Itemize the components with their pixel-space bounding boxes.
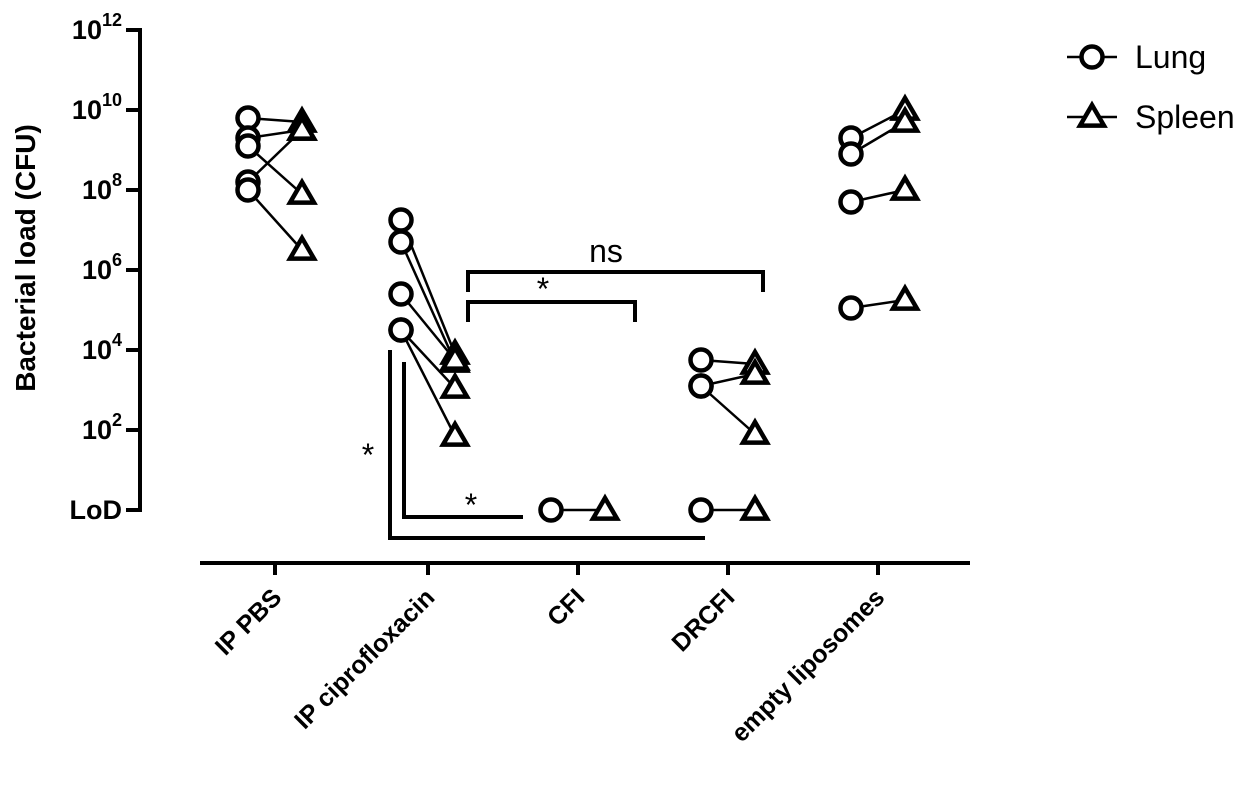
bracket-L-outer: [388, 350, 705, 540]
legend-label: Spleen: [1135, 99, 1235, 135]
spleen-point: [286, 113, 318, 141]
bracket-L-outer-label: *: [362, 437, 374, 473]
spleen-point: [439, 419, 471, 447]
y-tick-label: 106: [82, 250, 122, 285]
y-tick-label: 108: [82, 170, 122, 205]
spleen-point: [889, 173, 921, 201]
y-tick-label: 104: [82, 330, 122, 365]
y-tick-label: LoD: [70, 495, 122, 525]
bracket-ns-label: ns: [589, 233, 623, 269]
lung-point: [235, 177, 261, 203]
bracket-L-inner-label: *: [465, 487, 477, 523]
lung-point: [838, 189, 864, 215]
spleen-point: [739, 417, 771, 445]
bracket-star-label: *: [537, 271, 549, 307]
lung-point: [388, 317, 414, 343]
data-points: [235, 93, 921, 523]
lung-point: [688, 497, 714, 523]
lung-point: [538, 497, 564, 523]
pair-connector: [400, 329, 456, 389]
legend-label: Lung: [1135, 39, 1206, 75]
spleen-point: [739, 357, 771, 385]
y-tick-label: 1012: [72, 10, 122, 45]
bracket-L-inner: [402, 362, 523, 519]
spleen-point: [439, 371, 471, 399]
x-tick-label: CFI: [542, 583, 590, 631]
spleen-point: [739, 493, 771, 521]
lung-point: [838, 141, 864, 167]
spleen-point: [286, 177, 318, 205]
x-tick-label: empty liposomes: [726, 583, 890, 747]
y-tick-label: 102: [82, 410, 122, 445]
lung-point: [838, 295, 864, 321]
lung-point: [688, 347, 714, 373]
lung-point: [388, 229, 414, 255]
spleen-point: [589, 493, 621, 521]
x-tick-label: DRCFI: [666, 583, 740, 657]
bracket-ns: [466, 270, 765, 292]
pair-connector: [400, 293, 456, 361]
legend-triangle-marker: [1076, 100, 1108, 128]
pair-connector: [399, 329, 457, 437]
pair-connector: [247, 189, 303, 251]
spleen-point: [286, 233, 318, 261]
x-tick-label: IP ciprofloxacin: [289, 583, 440, 734]
lung-point: [235, 133, 261, 159]
lung-point: [388, 281, 414, 307]
lung-point: [688, 373, 714, 399]
x-tick-label: IP PBS: [210, 583, 287, 660]
pair-connector: [399, 241, 457, 363]
significance-annotations: ns * * *: [362, 233, 765, 540]
bracket-star: [466, 300, 637, 322]
spleen-point: [889, 283, 921, 311]
pair-connectors: [247, 108, 906, 512]
y-tick-label: 1010: [72, 90, 122, 125]
spleen-point: [439, 343, 471, 371]
lung-point: [388, 207, 414, 233]
legend-circle-marker: [1079, 44, 1105, 70]
y-axis-title: Bacterial load (CFU): [10, 124, 41, 392]
spleen-point: [889, 105, 921, 133]
